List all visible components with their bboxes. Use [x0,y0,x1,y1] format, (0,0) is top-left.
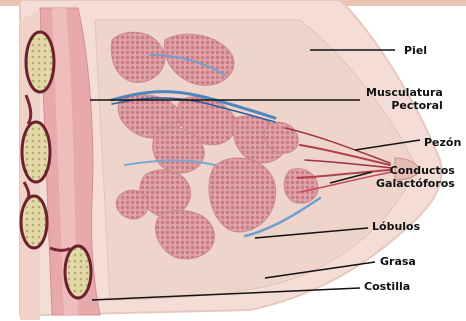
label-musculatura-pectoral: Musculatura Pectoral [366,86,443,112]
label-grasa: Grasa [380,255,416,268]
rib [22,122,50,182]
rib [21,196,47,248]
rib [65,246,91,298]
label-conductos-galactoforos: Conductos Galactóforos [376,164,455,190]
label-conductos-line2: Galactóforos [376,177,455,190]
rib [26,32,54,92]
label-piel: Piel [404,44,427,57]
label-musculatura-line1: Musculatura [366,86,443,99]
label-pezon: Pezón [424,136,461,149]
label-lobulos: Lóbulos [372,220,420,233]
label-musculatura-line2: Pectoral [366,99,443,112]
label-costilla: Costilla [364,280,410,293]
label-conductos-line1: Conductos [376,164,455,177]
